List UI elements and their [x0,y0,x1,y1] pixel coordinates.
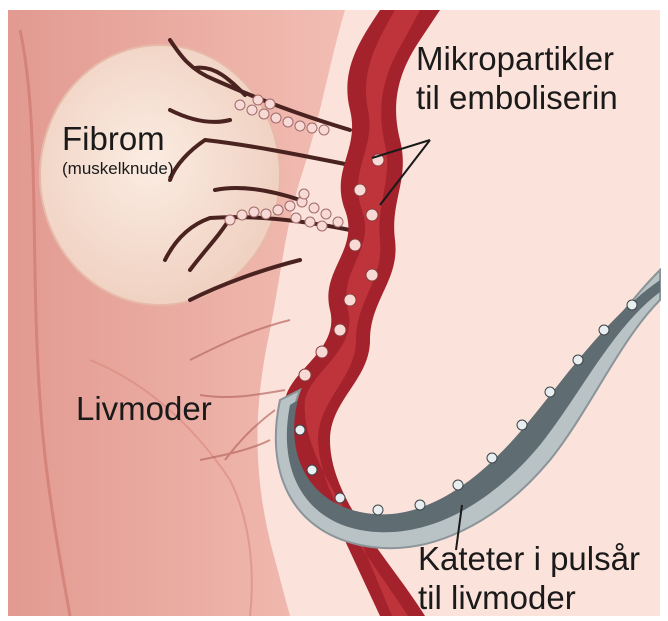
microparticles-label: Mikropartikler til emboliserin [416,40,618,118]
fibroid-subtitle: (muskelknude) [62,159,174,179]
catheter-line2: til livmoder [418,579,640,618]
catheter-line1: Kateter i pulsår [418,540,640,579]
fibroid-title: Fibrom [62,120,174,159]
fibroid-label: Fibrom (muskelknude) [62,120,174,179]
catheter-label: Kateter i pulsår til livmoder [418,540,640,618]
microparticles-line1: Mikropartikler [416,40,618,79]
uterus-label: Livmoder [76,390,212,429]
microparticles-line2: til emboliserin [416,79,618,118]
